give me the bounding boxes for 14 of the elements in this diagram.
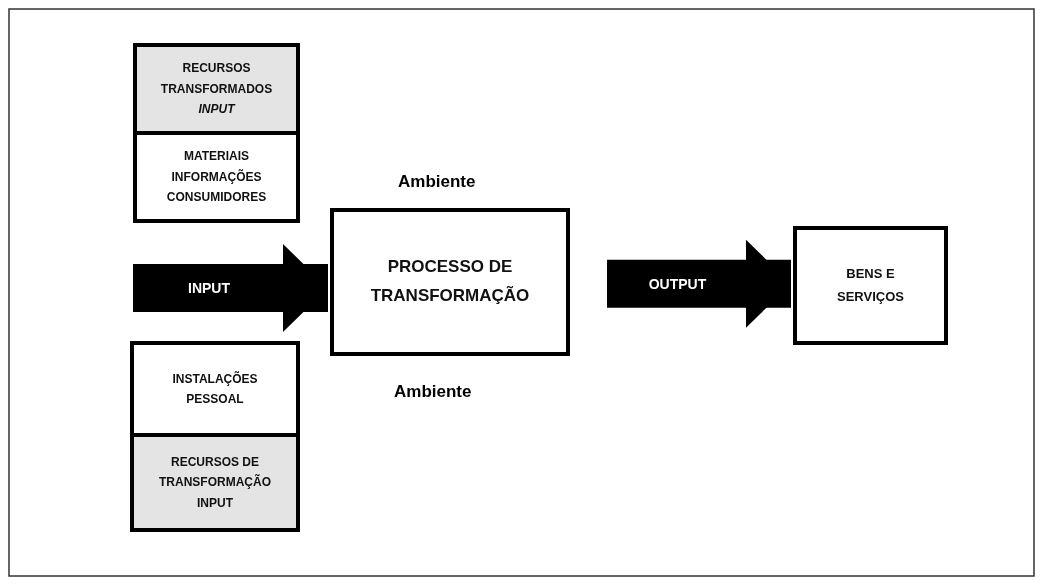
- environment-label: Ambiente: [394, 382, 472, 402]
- text-box: [330, 208, 570, 356]
- block-arrow: [133, 244, 328, 332]
- box-text: MATERIAIS INFORMAÇÕES CONSUMIDORES: [165, 148, 268, 207]
- environment-label: Ambiente: [398, 172, 476, 192]
- box-text: BENS E SERVIÇOS: [837, 265, 904, 306]
- box-text: INSTALAÇÕES PESSOAL: [172, 370, 258, 408]
- block-arrow: [607, 239, 791, 328]
- edge-label: INPUT: [188, 280, 230, 296]
- box-text: RECURSOS DE TRANSFORMAÇÃO INPUT: [158, 453, 272, 512]
- edge-label: OUTPUT: [648, 275, 707, 292]
- box-text: PROCESSO DE TRANSFORMAÇÃO: [370, 256, 530, 307]
- text-box: [793, 226, 948, 345]
- box-text: RECURSOS TRANSFORMADOS INPUT: [159, 60, 274, 119]
